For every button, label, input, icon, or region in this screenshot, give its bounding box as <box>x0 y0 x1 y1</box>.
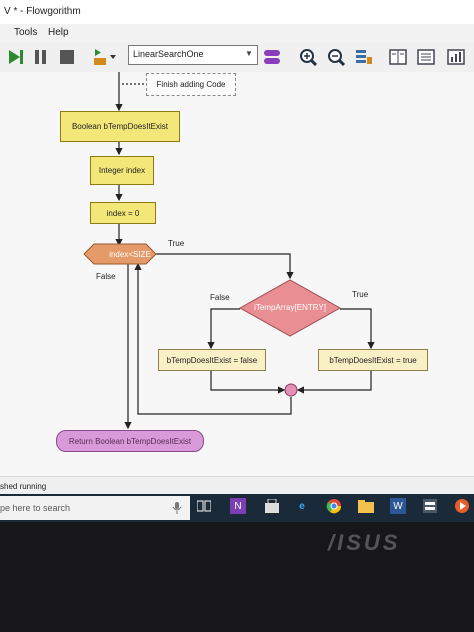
store-icon[interactable] <box>264 498 280 514</box>
flowchart-canvas[interactable]: Finish adding Code Boolean bTempDoesItEx… <box>0 72 474 476</box>
while-condition-text: index<SIZE <box>109 250 151 259</box>
declare-boolean-text: Boolean bTempDoesItExist <box>71 122 169 131</box>
assign-true-text: bTempDoesItExist = true <box>329 355 417 365</box>
task-view-icon[interactable] <box>196 498 212 514</box>
stop-icon <box>60 50 74 64</box>
assign-index-block[interactable]: index = 0 <box>90 202 156 224</box>
step-button[interactable] <box>92 46 118 68</box>
run-button[interactable] <box>6 46 26 68</box>
zoom-out-icon <box>328 49 345 66</box>
while-loop-shape[interactable] <box>83 243 157 265</box>
status-text: shed running <box>0 482 47 491</box>
layout-button[interactable] <box>354 46 374 68</box>
search-placeholder: pe here to search <box>0 503 71 513</box>
return-block[interactable]: Return Boolean bTempDoesItExist <box>56 430 204 452</box>
if-true-label: True <box>352 290 369 299</box>
declare-integer-text: Integer index <box>98 166 146 175</box>
zoom-out-button[interactable] <box>326 46 346 68</box>
assign-true-block[interactable]: bTempDoesItExist = true <box>318 349 428 371</box>
media-player-icon[interactable] <box>454 498 470 514</box>
step-run-icon <box>94 49 116 65</box>
play-icon <box>9 50 23 64</box>
while-false-label: False <box>96 272 116 281</box>
zoom-in-icon <box>300 49 317 66</box>
chrome-icon[interactable] <box>326 498 342 514</box>
assign-false-block[interactable]: bTempDoesItExist = false <box>158 349 266 371</box>
function-select-value: LinearSearchOne <box>133 49 204 59</box>
window-split-icon <box>389 49 407 65</box>
window-chart-icon <box>447 49 465 65</box>
assign-false-text: bTempDoesItExist = false <box>166 355 258 365</box>
declare-boolean-block[interactable]: Boolean bTempDoesItExist <box>60 111 180 142</box>
while-true-label: True <box>168 239 185 248</box>
menu-tools[interactable]: Tools <box>14 27 38 38</box>
merge-junction <box>284 383 298 397</box>
title-bar: V * - Flowgorithm <box>0 0 474 24</box>
chart-window-button[interactable] <box>446 46 466 68</box>
declare-integer-block[interactable]: Integer index <box>90 156 154 185</box>
stop-button[interactable] <box>58 46 76 68</box>
console-window-button[interactable] <box>388 46 408 68</box>
word-icon[interactable]: W <box>390 498 406 514</box>
pause-icon <box>35 50 46 64</box>
taskbar-search[interactable]: pe here to search <box>0 496 190 520</box>
variables-icon <box>264 50 280 64</box>
status-bar: shed running <box>0 476 474 495</box>
assign-index-text: index = 0 <box>106 208 140 218</box>
comment-text: Finish adding Code <box>156 80 226 89</box>
return-text: Return Boolean bTempDoesItExist <box>68 436 192 446</box>
window-title: V * - Flowgorithm <box>4 6 81 17</box>
flowgorithm-icon[interactable] <box>422 498 438 514</box>
if-false-label: False <box>210 293 230 302</box>
edge-icon[interactable]: e <box>299 500 305 512</box>
laptop-brand-logo: /ISUS <box>328 530 401 555</box>
if-condition-text: iTempArray[ENTRY] <box>254 303 326 312</box>
if-decision-shape[interactable] <box>238 279 342 337</box>
menu-bar: Tools Help <box>0 24 474 42</box>
onenote-icon[interactable]: N <box>230 498 246 514</box>
comment-block[interactable]: Finish adding Code <box>146 73 236 96</box>
menu-help[interactable]: Help <box>48 27 69 38</box>
layout-icon <box>356 50 372 64</box>
flowchart-connectors <box>83 72 375 430</box>
code-window-button[interactable] <box>416 46 436 68</box>
pause-button[interactable] <box>32 46 50 68</box>
function-select[interactable]: LinearSearchOne ▼ <box>128 45 258 65</box>
zoom-in-button[interactable] <box>298 46 318 68</box>
file-explorer-icon[interactable] <box>358 498 374 514</box>
chevron-down-icon: ▼ <box>245 49 253 58</box>
microphone-icon[interactable] <box>172 502 182 514</box>
window-list-icon <box>417 49 435 65</box>
app-screen: V * - Flowgorithm Tools Help <box>0 0 474 522</box>
variable-watch-button[interactable] <box>262 46 282 68</box>
